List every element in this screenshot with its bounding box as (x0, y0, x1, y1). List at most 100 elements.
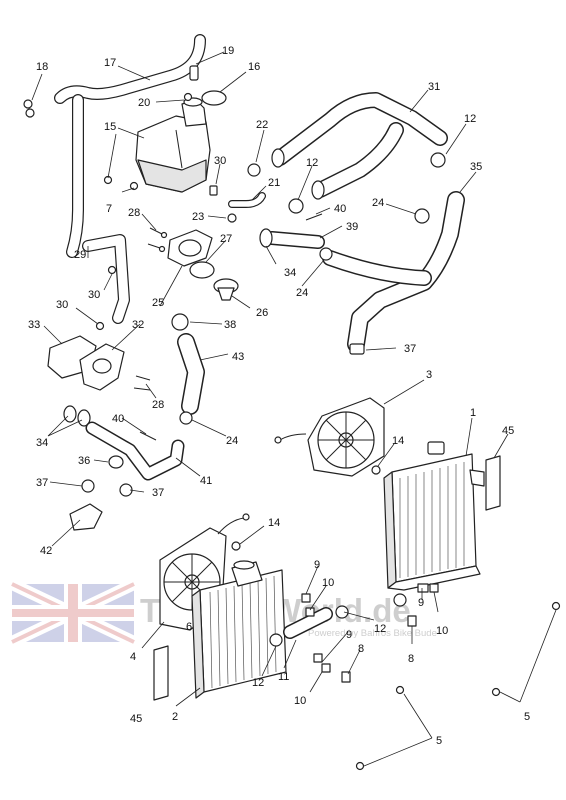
callout-10-a: 10 (322, 577, 334, 589)
hose-clip-22 (247, 163, 261, 177)
hose-clip-30-upper (209, 185, 218, 196)
o-ring-36 (108, 455, 124, 469)
thermostat-housing (167, 229, 213, 267)
callout-8-a: 8 (358, 643, 364, 655)
callout-8-b: 8 (408, 653, 414, 665)
hose-clip-12-left-a (269, 633, 283, 647)
callout-23: 23 (192, 211, 204, 223)
hose-11 (283, 607, 333, 639)
callout-14-b: 14 (268, 517, 280, 529)
callout-9-a: 9 (314, 559, 320, 571)
callout-17: 17 (104, 57, 116, 69)
pipe-housing-32 (79, 343, 125, 391)
callout-42: 42 (40, 545, 52, 557)
breather-pipe (82, 234, 130, 324)
callout-26: 26 (256, 307, 268, 319)
callout-5-b: 5 (436, 735, 442, 747)
callout-16: 16 (248, 61, 260, 73)
thermostat (213, 278, 239, 301)
side-guard-45-left (153, 645, 169, 701)
fitting-9-right (417, 583, 429, 593)
callout-36: 36 (78, 455, 90, 467)
hose-clip-12-b (288, 198, 304, 214)
bolt-40-upper (305, 213, 323, 221)
o-ring-34-upper (259, 228, 273, 248)
grommet-14-right (371, 465, 381, 475)
callout-37-a: 37 (404, 343, 416, 355)
hose-clip-24-mid (319, 247, 333, 261)
callout-labels: 1 2 3 4 5 5 6 7 8 8 9 9 9 10 10 10 11 12… (28, 45, 530, 747)
callout-25: 25 (152, 297, 164, 309)
tank-bolts (103, 175, 139, 191)
small-hose-21 (228, 192, 266, 208)
fitting-9-left-b (313, 653, 323, 663)
filler-cap (201, 90, 227, 106)
callout-29: 29 (74, 249, 86, 261)
overflow-hose (54, 34, 206, 258)
hose-clip-24-upper (414, 208, 430, 224)
callout-20: 20 (138, 97, 150, 109)
callout-38: 38 (224, 319, 236, 331)
union-flag-logo (9, 578, 137, 648)
radiator-right (383, 441, 485, 591)
fitting-9-left (301, 593, 311, 603)
hose-clip-12-left-b (335, 605, 349, 619)
o-ring-34-a (63, 405, 77, 423)
callout-35: 35 (470, 161, 482, 173)
fitting-10-left-a (305, 607, 315, 617)
callout-34-b: 34 (36, 437, 48, 449)
bolt-8-right (407, 615, 417, 627)
hose-clip-37-a (81, 479, 95, 493)
hose-clip-24-lower (179, 411, 193, 425)
expansion-tank (135, 97, 211, 193)
callout-33: 33 (28, 319, 40, 331)
bolt-40-lower (139, 431, 157, 441)
callout-6: 6 (186, 621, 192, 633)
callout-10-b: 10 (436, 625, 448, 637)
callout-2: 2 (172, 711, 178, 723)
hose-clip-38 (171, 313, 189, 331)
hose-clip-30-lower (95, 321, 105, 331)
callout-12-d: 12 (252, 677, 264, 689)
hose-clip-12-a (430, 152, 446, 168)
callout-37-c: 37 (152, 487, 164, 499)
callout-12-a: 12 (464, 113, 476, 125)
bolt-5-d (355, 761, 365, 771)
o-ring-27 (189, 261, 215, 279)
fitting-37-upper (349, 343, 365, 355)
callout-24-a: 24 (372, 197, 384, 209)
plug-23 (227, 213, 237, 223)
callout-45-a: 45 (502, 425, 514, 437)
callout-14-a: 14 (392, 435, 404, 447)
callout-32: 32 (132, 319, 144, 331)
fitting-10-right (429, 583, 439, 593)
callout-30-c: 30 (56, 299, 68, 311)
callout-15: 15 (104, 121, 116, 133)
callout-5-a: 5 (524, 711, 530, 723)
bolt-8-left (341, 671, 351, 683)
callout-21: 21 (268, 177, 280, 189)
hose-clip-18 (23, 99, 35, 118)
callout-24-c: 24 (226, 435, 238, 447)
callout-28-b: 28 (152, 399, 164, 411)
bolt-5-c (395, 685, 405, 695)
radiator-hose-35 (347, 191, 465, 353)
callout-19: 19 (222, 45, 234, 57)
callout-7: 7 (106, 203, 112, 215)
bolt-5-b (491, 687, 501, 697)
callout-11: 11 (278, 671, 289, 683)
callout-34-a: 34 (284, 267, 296, 279)
cooling-fan-right (274, 397, 385, 477)
callout-37-b: 37 (36, 477, 48, 489)
callout-18: 18 (36, 61, 48, 73)
callout-10-c: 10 (294, 695, 306, 707)
hose-clip-30-mid (107, 265, 117, 275)
leader-lines (31, 51, 557, 767)
grommet-14-left (231, 541, 241, 551)
side-guard-45-right (485, 455, 501, 511)
o-ring-34-b (77, 409, 91, 427)
end-cap-42 (69, 503, 103, 531)
callout-28-a: 28 (128, 207, 140, 219)
callout-45-b: 45 (130, 713, 142, 725)
